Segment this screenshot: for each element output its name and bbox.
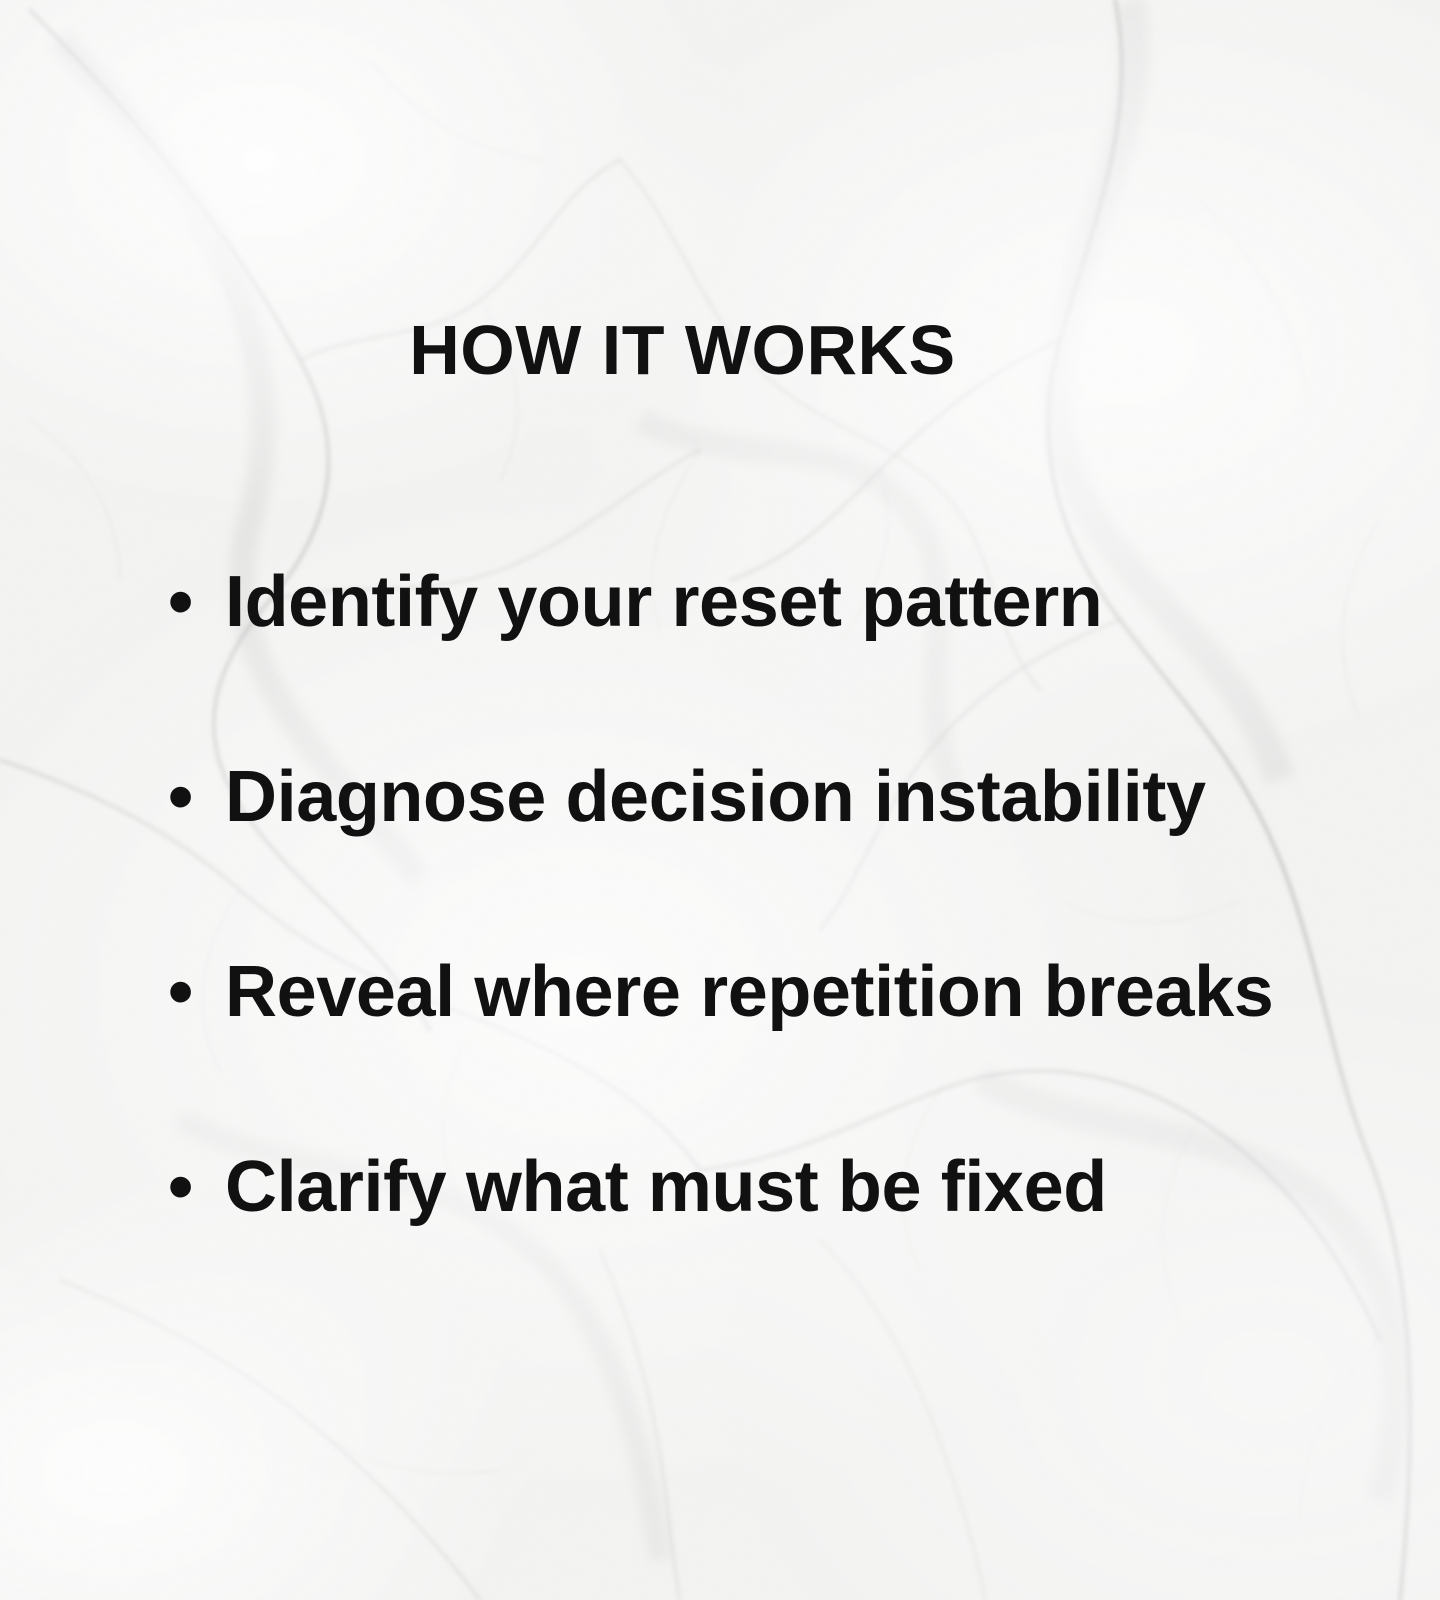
list-item: • Clarify what must be fixed [168,1147,1273,1342]
bullet-point-icon: • [168,952,194,1032]
list-item-label: Diagnose decision instability [225,757,1206,837]
list-item: • Identify your reset pattern [168,562,1273,757]
bullet-point-icon: • [168,562,194,642]
bullet-point-icon: • [168,757,194,837]
how-it-works-list: • Identify your reset pattern • Diagnose… [168,562,1274,1342]
list-item-label: Reveal where repetition breaks [225,952,1274,1032]
page-title: HOW IT WORKS [409,310,956,389]
bullet-point-icon: • [168,1147,194,1227]
list-item-label: Identify your reset pattern [225,562,1103,642]
list-item-label: Clarify what must be fixed [225,1147,1107,1227]
list-item: • Diagnose decision instability [168,757,1273,952]
list-item: • Reveal where repetition breaks [168,952,1274,1147]
